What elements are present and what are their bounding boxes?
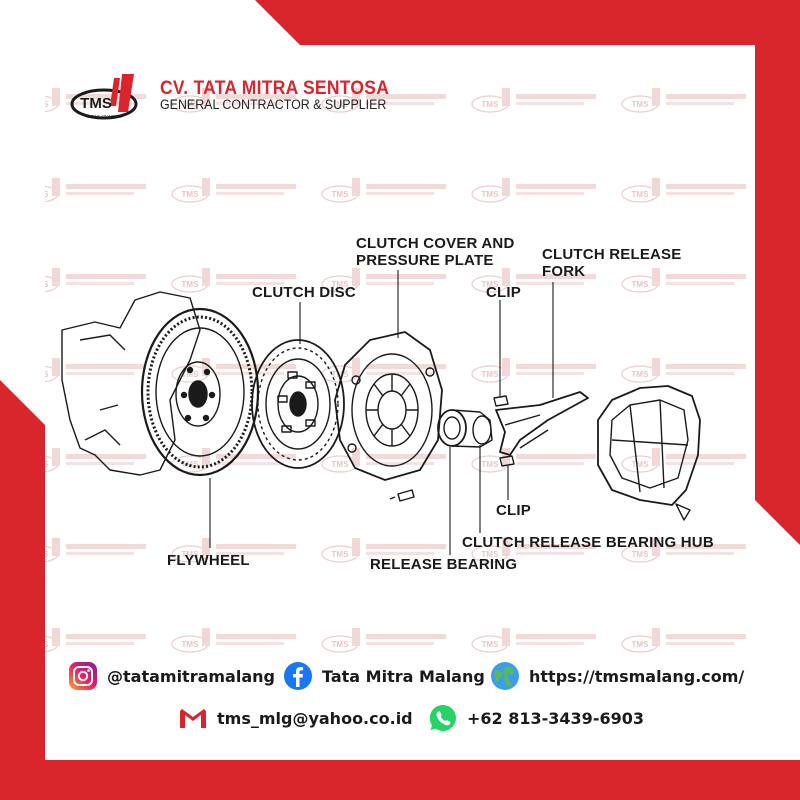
- label-clip-bottom: CLIP: [496, 502, 531, 519]
- contact-whatsapp[interactable]: +62 813-3439-6903: [428, 703, 644, 733]
- company-tagline: GENERAL CONTRACTOR & SUPPLIER: [160, 97, 387, 112]
- whatsapp-icon: [428, 703, 458, 733]
- bell-housing: [597, 385, 701, 521]
- company-name: CV. TATA MITRA SENTOSA: [160, 78, 390, 99]
- gmail-icon: [178, 703, 208, 733]
- label-release-fork-line2: FORK: [542, 263, 586, 280]
- label-flywheel: FLYWHEEL: [167, 552, 250, 569]
- globe-icon: [490, 661, 520, 691]
- contact-website[interactable]: https://tmsmalang.com/: [490, 661, 744, 691]
- website-url[interactable]: https://tmsmalang.com/: [529, 666, 745, 686]
- clutch-cover: [334, 331, 443, 481]
- tms-logo: TMS IDEAS AT WORK: [70, 74, 138, 120]
- contact-email[interactable]: tms_mlg@yahoo.co.id: [178, 703, 413, 733]
- label-clutch-disc: CLUTCH DISC: [252, 284, 356, 301]
- label-release-fork-line1: CLUTCH RELEASE: [542, 246, 682, 263]
- frame-red-bottom: [0, 760, 800, 800]
- clutch-release-fork: [495, 391, 589, 456]
- flywheel: [140, 307, 260, 477]
- engine-block: [61, 291, 201, 476]
- facebook-icon: [283, 661, 313, 691]
- email-address[interactable]: tms_mlg@yahoo.co.id: [217, 708, 413, 728]
- facebook-page[interactable]: Tata Mitra Malang: [322, 666, 485, 686]
- logo-motto: IDEAS AT WORK: [86, 114, 121, 119]
- label-clutch-cover-line2: PRESSURE PLATE: [356, 252, 494, 269]
- bolt: [389, 489, 415, 502]
- instagram-icon: [68, 661, 98, 691]
- label-bearing-hub: CLUTCH RELEASE BEARING HUB: [462, 534, 714, 551]
- clutch-disc: [251, 339, 345, 469]
- contact-facebook[interactable]: Tata Mitra Malang: [283, 661, 485, 691]
- label-release-bearing: RELEASE BEARING: [370, 556, 518, 573]
- release-bearing: [437, 409, 493, 448]
- clip-top: [493, 395, 509, 407]
- engine-block-details: [79, 334, 126, 446]
- whatsapp-number[interactable]: +62 813-3439-6903: [467, 708, 644, 728]
- label-clip-top: CLIP: [486, 284, 521, 301]
- contact-instagram[interactable]: @tatamitramalang: [68, 661, 275, 691]
- logo-text: TMS: [80, 95, 112, 112]
- clip-bottom: [499, 455, 515, 467]
- label-clutch-cover-line1: CLUTCH COVER AND: [356, 235, 515, 252]
- leader-lines: [209, 270, 554, 555]
- instagram-handle[interactable]: @tatamitramalang: [107, 666, 275, 686]
